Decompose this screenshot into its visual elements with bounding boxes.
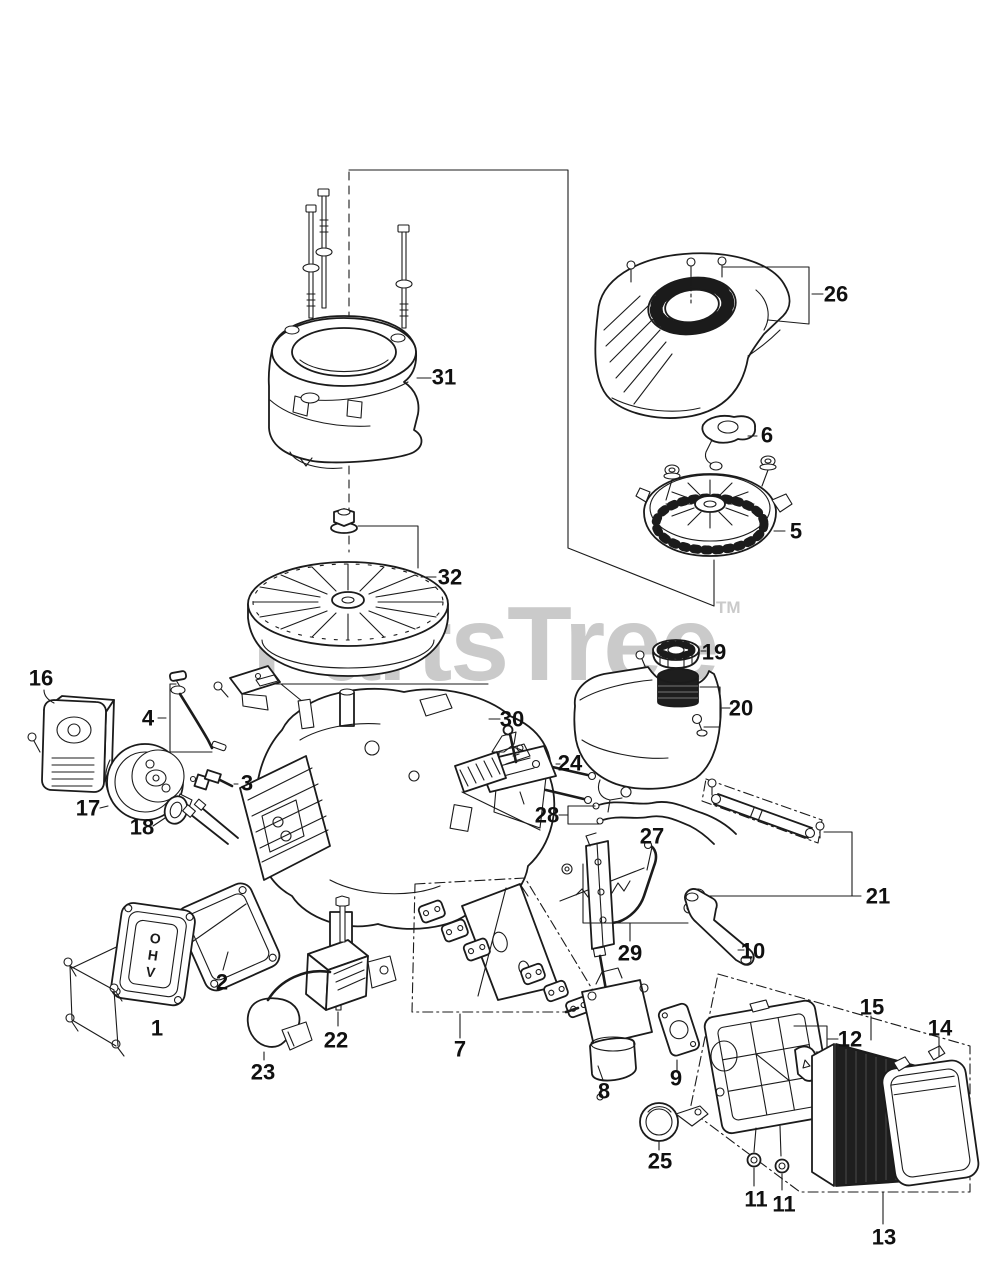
callout-22: 22 [324, 1028, 348, 1053]
mounting-nuts [746, 1152, 790, 1191]
mounting-studs [302, 188, 413, 329]
callout-3: 3 [241, 771, 253, 796]
callout-7: 7 [454, 1037, 466, 1062]
ignition-coil [305, 895, 397, 1027]
callout-20: 20 [729, 696, 753, 721]
callout-4: 4 [142, 706, 155, 731]
heat-shield-group [411, 877, 607, 1039]
callout-21: 21 [866, 884, 890, 909]
air-cleaner-group [689, 973, 971, 1225]
carb-spacer [657, 1002, 700, 1071]
blower-housing [267, 315, 432, 469]
callout-19: 19 [702, 640, 726, 665]
flywheel-nut [330, 508, 437, 578]
fuel-tank [573, 666, 731, 813]
callout-26: 26 [824, 282, 848, 307]
valve-cover-ohv-text: OHV [141, 929, 164, 982]
callout-23: 23 [251, 1060, 275, 1085]
primer-bulb [639, 1102, 709, 1151]
callout-30: 30 [500, 707, 524, 732]
governor-cables [558, 801, 737, 845]
callout-11: 11 [772, 1192, 795, 1217]
callout-31: 31 [432, 365, 456, 390]
callout-1: 1 [151, 1016, 163, 1041]
callout-17: 17 [76, 796, 100, 821]
callout-2: 2 [216, 970, 228, 995]
small-bracket [213, 665, 353, 743]
callout-6: 6 [761, 423, 773, 448]
breather-tube [684, 888, 755, 966]
callout-12: 12 [838, 1027, 862, 1052]
callout-9: 9 [670, 1066, 682, 1091]
callout-18: 18 [130, 815, 154, 840]
flywheel [247, 561, 449, 677]
starter-grip [701, 414, 758, 471]
callout-13: 13 [872, 1225, 896, 1250]
callout-28: 28 [535, 803, 559, 828]
callout-14: 14 [928, 1016, 953, 1041]
valve-cover: OHV [63, 902, 196, 1057]
fuel-cap [635, 639, 707, 672]
exhaust-gasket [152, 795, 239, 845]
callout-8: 8 [598, 1079, 610, 1104]
spark-plug [189, 769, 239, 791]
engine-top-cover [594, 252, 824, 419]
head-gasket [176, 882, 281, 992]
callout-25: 25 [648, 1149, 672, 1174]
carburetor [564, 967, 653, 1101]
spark-plug-cap [246, 969, 332, 1061]
bracket-29 [561, 832, 695, 992]
air-cleaner-cover [881, 1037, 980, 1187]
callout-32: 32 [438, 565, 462, 590]
callout-16: 16 [29, 666, 53, 691]
callout-15: 15 [860, 995, 884, 1020]
callout-10: 10 [741, 939, 765, 964]
muffler [99, 743, 193, 821]
callout-5: 5 [790, 519, 802, 544]
callout-24: 24 [558, 751, 583, 776]
callout-29: 29 [618, 941, 642, 966]
callout-11: 11 [744, 1187, 767, 1212]
recoil-starter [635, 455, 793, 557]
muffler-cover [27, 689, 115, 793]
watermark-tm: TM [716, 598, 741, 617]
callout-27: 27 [640, 824, 664, 849]
dipstick [157, 670, 227, 753]
module-bracket [454, 743, 541, 831]
